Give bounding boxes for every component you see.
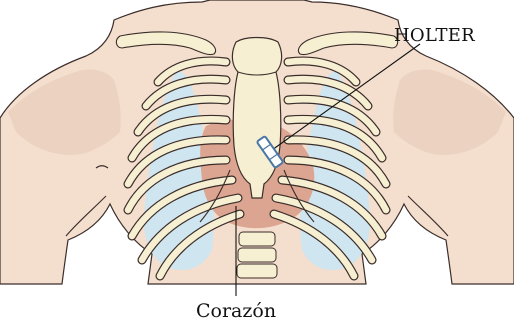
holter-label: HOLTER [394, 27, 475, 45]
heart-label: Corazón [196, 302, 276, 321]
spine [237, 232, 277, 278]
